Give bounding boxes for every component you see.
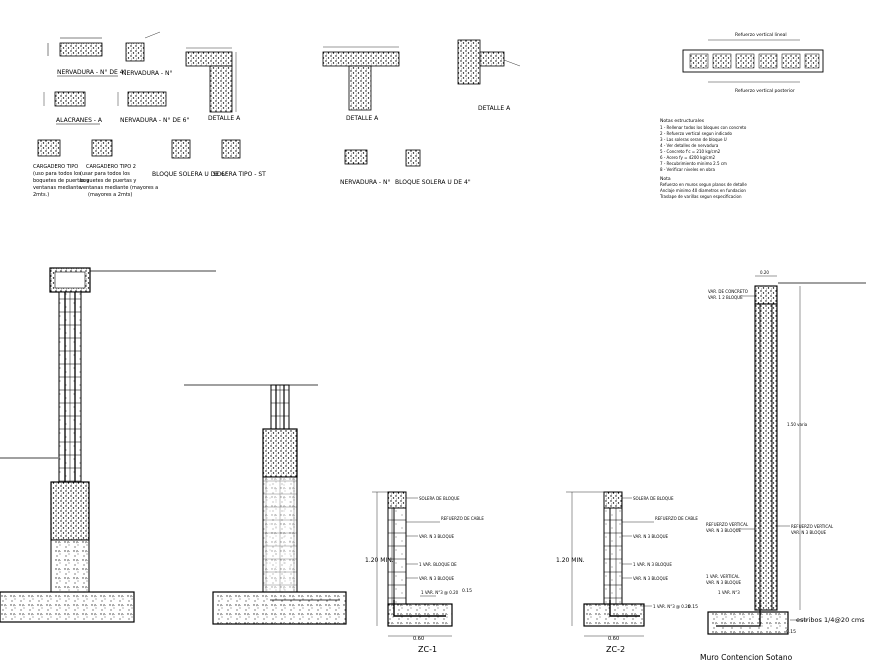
column-elevation-2 <box>184 384 347 625</box>
nervadura-6-label: NERVADURA - N° DE 6" <box>120 117 189 124</box>
cargadero-note: (uso para todos los <box>33 171 81 177</box>
note-line: 6 - Acero fy = 4200 kg/cm2 <box>660 155 715 160</box>
zc1-label: ZC-1 <box>418 645 437 654</box>
notes-title: Notas estructurales <box>660 118 705 124</box>
nervadura-4-detail: NERVADURA - N° DE 4" <box>47 37 126 77</box>
refuerzo-bottom-label: Refuerzo vertical posterior <box>735 88 795 94</box>
column-elevation-1 <box>0 267 216 623</box>
zc2-tags: SOLERA DE BLOQUE REFUERZO DE CABLE VAR. … <box>622 496 698 609</box>
zc1-width-dim: 0.60 <box>413 636 424 642</box>
zc1-tag: VAR. N 3 BLOQUE <box>419 534 455 539</box>
cargadero-note: ventanas mediante (mayores a <box>80 185 158 191</box>
muro-label: Muro Contencion Sotano <box>700 653 793 662</box>
note-line: Anclaje minimo 40 diametros en fundacion <box>660 188 746 193</box>
zc1-tag: REFUERZO DE CABLE <box>441 516 484 521</box>
muro-tag: VAR. N 3 BLOQUE <box>706 528 742 533</box>
zc2-section: 1.20 MIN. 0.60 SOLERA DE BLOQUE REFUERZO… <box>556 491 698 654</box>
nervadura-n-label: NERVADURA - N° <box>340 179 390 186</box>
muro-tag: 1 VAR. VERTICAL <box>706 574 740 579</box>
note-line: Traslape de varillas segun especificacio… <box>659 194 742 199</box>
alacrane-detail: ALACRANES - A <box>43 91 103 125</box>
wall-plan-detail: Refuerzo vertical lineal Refuerzo vertic… <box>682 32 824 94</box>
zc2-tag: VAR. N 3 BLOQUE <box>633 534 669 539</box>
note-line: 8 - Verificar niveles en obra <box>660 167 716 172</box>
zc1-height-dim: 1.20 MIN. <box>365 557 394 564</box>
muro-base-dim: 0.15 <box>786 629 796 635</box>
cargadero-note: (mayores a 2mts) <box>88 192 132 198</box>
zc1-section: 1.20 MIN. 0.60 0.15 SOLERA DE BLOQUE REF… <box>365 491 484 654</box>
muro-tag: VAR. 1 2 BLOQUE <box>708 295 743 300</box>
zc2-tag: 1 VAR. N 3 BLOQUE <box>633 562 672 567</box>
muro-tags: VAR. DE CONCRETO VAR. 1 2 BLOQUE REFUERZ… <box>706 289 834 595</box>
zc2-label: ZC-2 <box>606 645 625 654</box>
muro-right-tag: REFUERZO VERTICAL <box>791 524 834 529</box>
zc2-tag: REFUERZO DE CABLE <box>655 516 698 521</box>
note-line: 7 - Recubrimiento minimo 2.5 cm <box>660 161 727 166</box>
solera-details: BLOQUE SOLERA U DE 6" SOLERA TIPO - ST <box>152 139 266 178</box>
refuerzo-top-label: Refuerzo vertical lineal <box>735 32 787 38</box>
zc2-tag: VAR. N 3 BLOQUE <box>633 576 669 581</box>
notes-sub-title: Nota <box>660 176 671 182</box>
note-line: 2 - Refuerzo vertical segun indicado <box>660 131 733 136</box>
zc1-tag: 1 VAR. BLOQUE DE <box>419 562 457 567</box>
nervadura-short-detail: NERVADURA - N° <box>122 31 172 77</box>
zc2-tag: 1 VAR. N°3 @ 0.20 <box>653 604 691 609</box>
estribos-note: estribos 1/4@20 cms <box>796 616 865 624</box>
zc2-height-dim: 1.20 MIN. <box>556 557 585 564</box>
solera-4-details: NERVADURA - N° BLOQUE SOLERA U DE 4" <box>340 149 471 186</box>
wall-plan-cells <box>689 53 820 69</box>
muro-tag: REFUERZO VERTICAL <box>706 522 749 527</box>
zc1-tag: VAR. N 3 BLOQUE <box>419 576 455 581</box>
cargadero-note: (usar para todos los <box>80 171 130 177</box>
muro-height-dim: 1.50 varia <box>787 422 808 427</box>
bloque-solera-4-label: BLOQUE SOLERA U DE 4" <box>395 179 471 186</box>
muro-tag: 1 VAR. N°3 <box>718 590 740 595</box>
note-line: 3 - Las soleras seran de bloque U <box>660 137 727 142</box>
cargadero-details: CARGADERO TIPO CARGADERO TIPO 2 (uso par… <box>33 139 158 198</box>
note-line: Refuerzo en muros segun planos de detall… <box>660 182 747 187</box>
retaining-wall-section: 0.20 1.50 varia VAR. DE CONCRETO VAR. 1 … <box>688 270 866 662</box>
alacrane-label: ALACRANES - A <box>56 117 103 124</box>
solera-tipo-label: SOLERA TIPO - ST <box>213 171 266 178</box>
note-line: 1 - Rellenar todos los bloques con concr… <box>660 125 747 130</box>
cargadero-note: ventanas mediante <box>33 185 81 191</box>
detalle-a-label-3: DETALLE A <box>478 105 511 112</box>
nervadura-4-label: NERVADURA - N° DE 4" <box>57 69 126 76</box>
cargadero-note: 2mts.) <box>33 192 49 198</box>
zc2-tag: SOLERA DE BLOQUE <box>633 496 674 501</box>
muro-base-dim-label: 0.15 <box>688 604 698 610</box>
zc1-tags: SOLERA DE BLOQUE REFUERZO DE CABLE VAR. … <box>406 496 484 597</box>
muro-tag: VAR. N 3 BLOQUE <box>706 580 742 585</box>
cargadero-2-label: CARGADERO TIPO 2 <box>86 164 136 170</box>
note-line: 4 - Ver detalles de nervadura <box>660 143 719 148</box>
cargadero-note: boquetes de puertas y <box>80 178 136 184</box>
bloque-solera-6-label: BLOQUE SOLERA U DE 6" <box>152 171 228 178</box>
detalle-a-corner-1: DETALLE A <box>185 47 241 122</box>
detalle-a-label-1: DETALLE A <box>208 115 241 122</box>
nervadura-short-label: NERVADURA - N° <box>122 70 172 77</box>
note-line: 5 - Concreto f'c = 210 kg/cm2 <box>660 149 721 154</box>
zc1-tag: SOLERA DE BLOQUE <box>419 496 460 501</box>
muro-top-dim: 0.20 <box>760 270 769 275</box>
nervadura-6-detail: NERVADURA - N° DE 6" <box>117 91 189 124</box>
zc1-depth-dim: 0.15 <box>462 588 472 594</box>
detalle-a-label-2: DETALLE A <box>346 115 379 122</box>
muro-right-tag: VAR. N 3 BLOQUE <box>791 530 827 535</box>
detalle-a-tee: DETALLE A <box>322 46 400 122</box>
cargadero-1-label: CARGADERO TIPO <box>33 164 78 170</box>
muro-tag: VAR. DE CONCRETO <box>708 289 748 294</box>
structural-notes: Notas estructurales 1 - Rellenar todos l… <box>659 118 747 199</box>
zc2-width-dim: 0.60 <box>608 636 619 642</box>
zc1-tag: 1 VAR. N°3 @ 0.20 <box>421 590 459 595</box>
cargadero-note: boquetes de puertas y <box>33 178 89 184</box>
detalle-a-column: DETALLE A <box>457 39 521 112</box>
